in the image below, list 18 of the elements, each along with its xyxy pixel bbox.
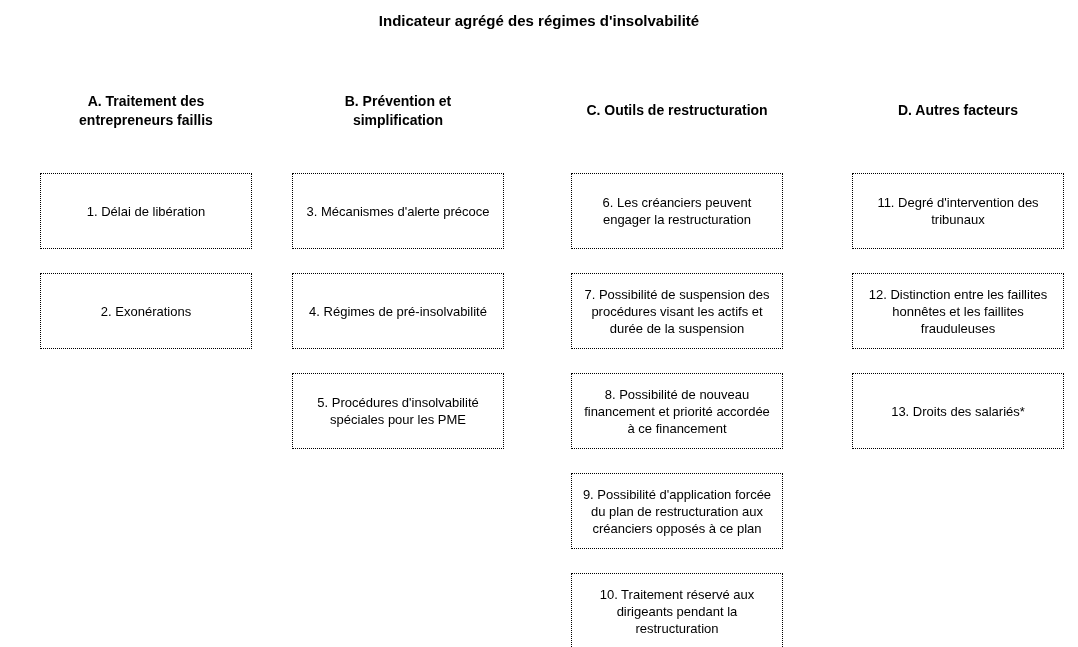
indicator-box: 4. Régimes de pré-insolvabilité [292,273,504,349]
indicator-box: 8. Possibilité de nouveau financement et priorité accordée à ce financement [571,373,783,449]
indicator-box: 6. Les créanciers peuvent engager la restructuration [571,173,783,249]
column-heading: C. Outils de restructuration [585,101,769,120]
indicator-box: 2. Exonérations [40,273,252,349]
indicator-box: 7. Possibilité de suspension des procédures visant les actifs et durée de la suspension [571,273,783,349]
indicator-box: 1. Délai de libération [40,173,252,249]
indicator-box: 11. Degré d'intervention des tribunaux [852,173,1064,249]
indicator-box: 13. Droits des salariés* [852,373,1064,449]
indicator-box: 9. Possibilité d'application forcée du plan de restructuration aux créanciers opposés à ce plan [571,473,783,549]
diagram-title: Indicateur agrégé des régimes d'insolvabilité [377,12,701,29]
indicator-box: 3. Mécanismes d'alerte précoce [292,173,504,249]
column-heading: B. Prévention et simplification [343,92,453,130]
indicator-box: 5. Procédures d'insolvabilité spéciales pour les PME [292,373,504,449]
indicator-box: 10. Traitement réservé aux dirigeants pendant la restructuration [571,573,783,647]
column-heading: A. Traitement des entrepreneurs faillis [78,92,214,130]
indicator-box: 12. Distinction entre les faillites honnêtes et les faillites frauduleuses [852,273,1064,349]
column-heading: D. Autres facteurs [896,101,1020,120]
